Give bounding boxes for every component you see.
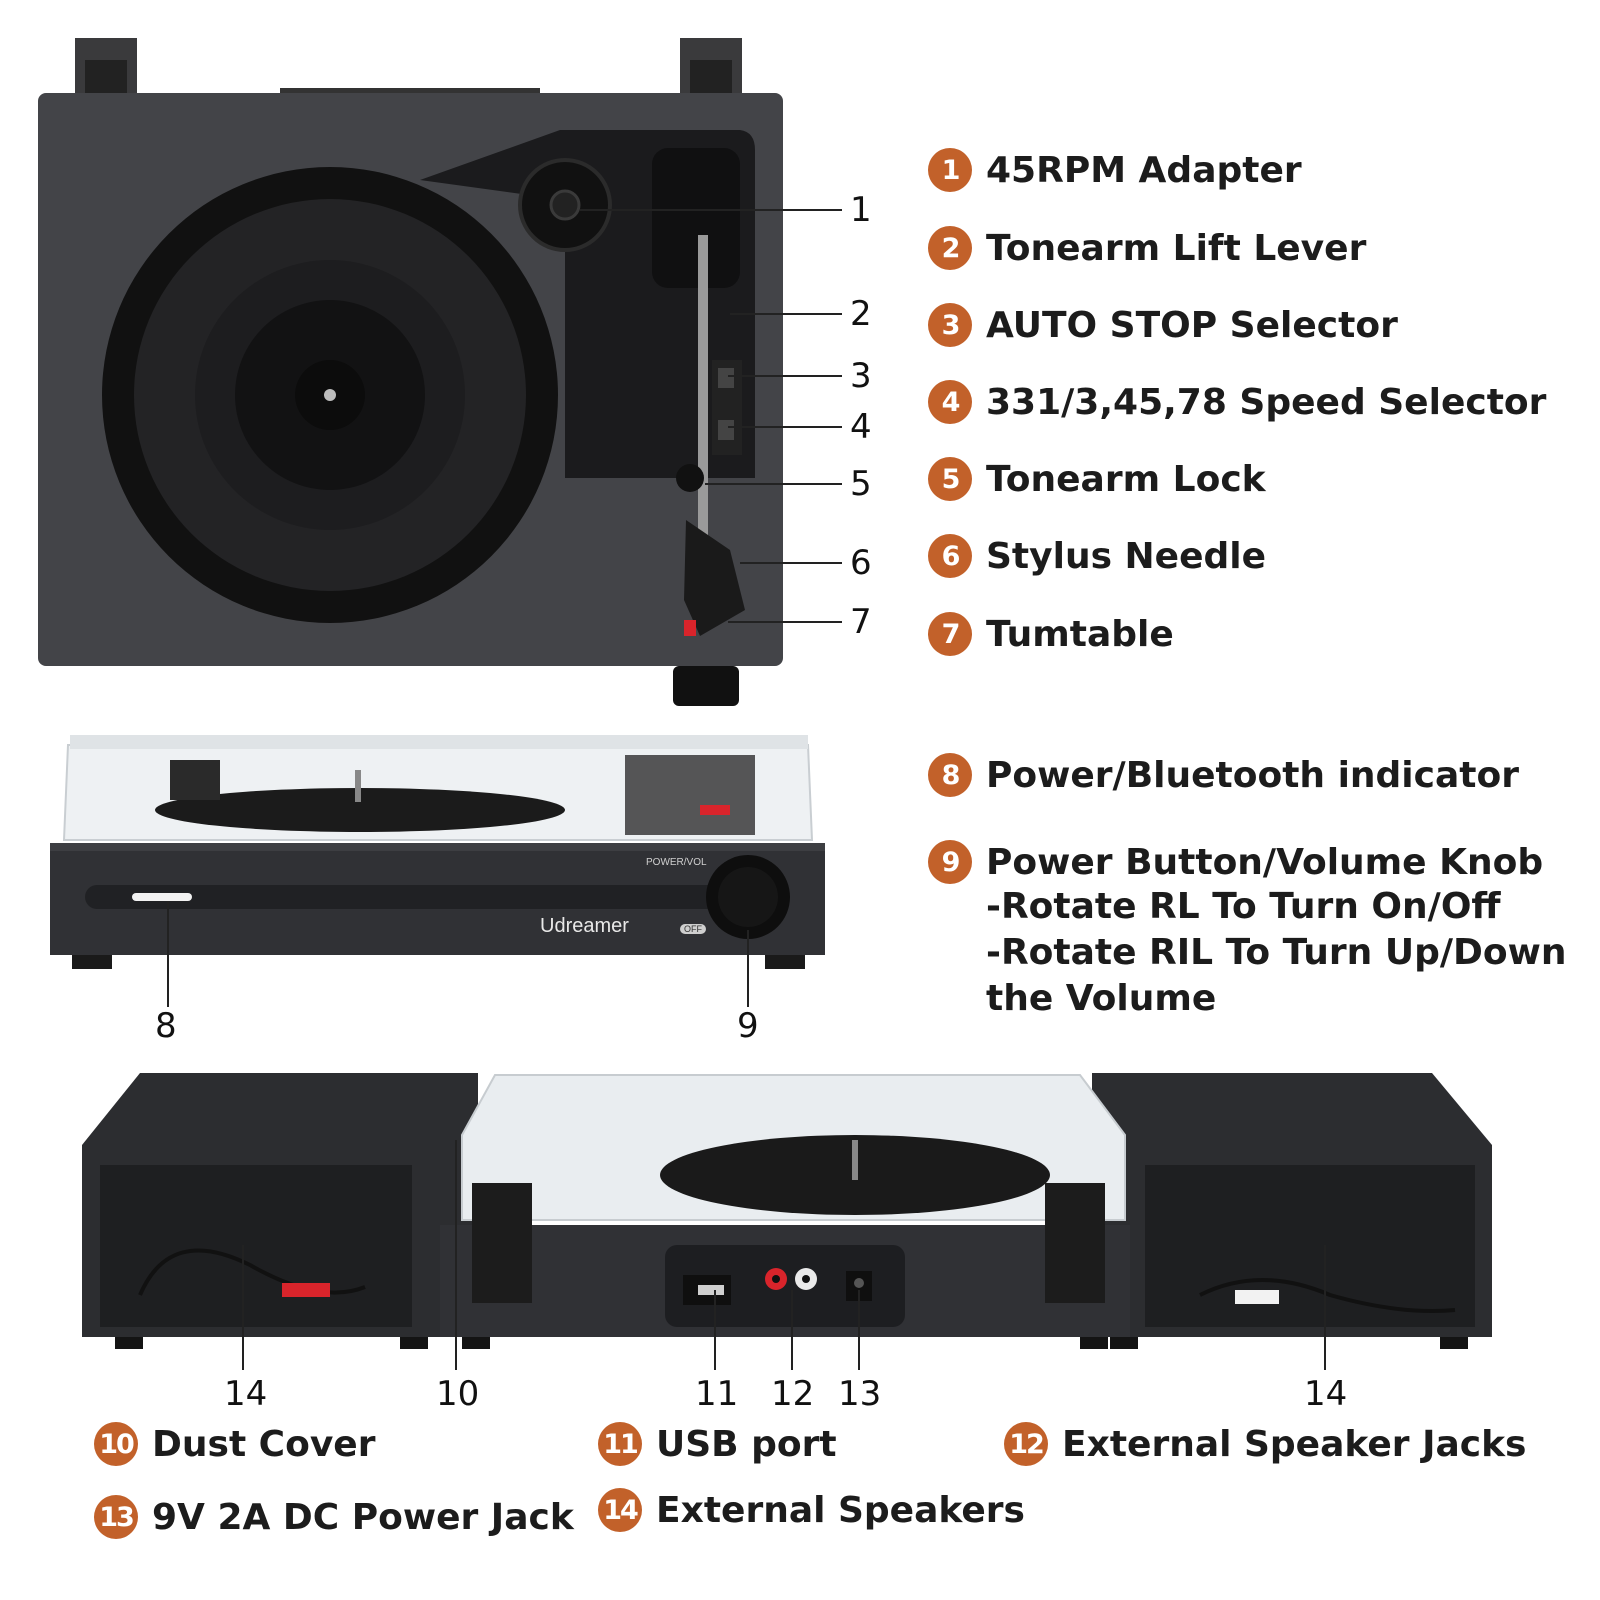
legend-label-6: Stylus Needle <box>986 535 1267 577</box>
knob-label: POWER/VOL <box>646 857 707 868</box>
turntable-top-view <box>38 38 842 706</box>
legend-label-7: Tumtable <box>986 613 1174 655</box>
legend-label-5: Tonearm Lock <box>986 458 1266 500</box>
legend-label-10: Dust Cover <box>152 1423 376 1465</box>
number-badge-11: 11 <box>598 1422 642 1466</box>
usb-port <box>698 1285 724 1295</box>
off-label: OFF <box>680 924 706 934</box>
callout-14-right: 14 <box>1304 1374 1348 1414</box>
legend-item-10: 10 Dust Cover <box>94 1422 375 1466</box>
legend-item-9: 9 Power Button/Volume Knob <box>928 840 1543 884</box>
number-badge-3: 3 <box>928 303 972 347</box>
legend-detail-9-3: the Volume <box>986 978 1217 1019</box>
number-badge-14: 14 <box>598 1488 642 1532</box>
legend-item-13: 13 9V 2A DC Power Jack <box>94 1495 574 1539</box>
number-badge-10: 10 <box>94 1422 138 1466</box>
volume-knob-top <box>673 666 739 706</box>
number-badge-9: 9 <box>928 840 972 884</box>
legend-label-12: External Speaker Jacks <box>1062 1423 1527 1465</box>
legend-label-1: 45RPM Adapter <box>986 149 1302 191</box>
legend-label-4: 331/3,45,78 Speed Selector <box>986 381 1547 423</box>
number-badge-13: 13 <box>94 1495 138 1539</box>
legend-label-11: USB port <box>656 1423 837 1465</box>
callout-3: 3 <box>850 356 872 396</box>
legend-item-4: 4 331/3,45,78 Speed Selector <box>928 380 1546 424</box>
power-bluetooth-indicator <box>132 893 192 901</box>
legend-label-8: Power/Bluetooth indicator <box>986 754 1519 796</box>
speaker-cable-left <box>138 1248 366 1296</box>
callout-10: 10 <box>436 1374 480 1414</box>
number-badge-4: 4 <box>928 380 972 424</box>
legend-item-2: 2 Tonearm Lift Lever <box>928 226 1366 270</box>
legend-label-2: Tonearm Lift Lever <box>986 227 1367 269</box>
callout-1: 1 <box>850 190 872 230</box>
number-badge-1: 1 <box>928 148 972 192</box>
number-badge-8: 8 <box>928 753 972 797</box>
callout-6: 6 <box>850 543 872 583</box>
legend-item-11: 11 USB port <box>598 1422 837 1466</box>
connector-panel <box>665 1245 905 1327</box>
legend-detail-9-2: -Rotate RIL To Turn Up/Down <box>986 932 1567 973</box>
legend-label-14: External Speakers <box>656 1489 1025 1531</box>
callout-7: 7 <box>850 602 872 642</box>
callout-4: 4 <box>850 407 872 447</box>
legend-item-3: 3 AUTO STOP Selector <box>928 303 1398 347</box>
callout-11: 11 <box>695 1374 739 1414</box>
legend-item-14: 14 External Speakers <box>598 1488 1025 1532</box>
legend-item-8: 8 Power/Bluetooth indicator <box>928 753 1519 797</box>
number-badge-6: 6 <box>928 534 972 578</box>
callout-13: 13 <box>838 1374 882 1414</box>
legend-item-1: 1 45RPM Adapter <box>928 148 1302 192</box>
turntable-front-view <box>50 735 825 1007</box>
legend-item-5: 5 Tonearm Lock <box>928 457 1266 501</box>
turntable-back-view <box>82 1073 1492 1370</box>
tonearm-base <box>652 148 740 288</box>
callout-5: 5 <box>850 464 872 504</box>
legend-detail-9-1: -Rotate RL To Turn On/Off <box>986 886 1501 927</box>
number-badge-12: 12 <box>1004 1422 1048 1466</box>
legend-label-9: Power Button/Volume Knob <box>986 841 1544 883</box>
callout-8: 8 <box>155 1006 177 1046</box>
number-badge-2: 2 <box>928 226 972 270</box>
spindle <box>324 389 336 401</box>
legend-item-7: 7 Tumtable <box>928 612 1174 656</box>
number-badge-7: 7 <box>928 612 972 656</box>
speaker-cable-right <box>1199 1278 1456 1313</box>
stylus-cartridge <box>684 520 745 636</box>
legend-item-12: 12 External Speaker Jacks <box>1004 1422 1526 1466</box>
callout-2: 2 <box>850 294 872 334</box>
legend-item-6: 6 Stylus Needle <box>928 534 1266 578</box>
brand-logo: Udreamer <box>540 915 629 937</box>
callout-12: 12 <box>771 1374 815 1414</box>
tonearm-lock <box>676 464 704 492</box>
legend-label-3: AUTO STOP Selector <box>986 304 1398 346</box>
tonearm <box>698 235 708 535</box>
callout-14-left: 14 <box>224 1374 268 1414</box>
legend-label-13: 9V 2A DC Power Jack <box>152 1496 574 1538</box>
number-badge-5: 5 <box>928 457 972 501</box>
callout-9: 9 <box>737 1006 759 1046</box>
